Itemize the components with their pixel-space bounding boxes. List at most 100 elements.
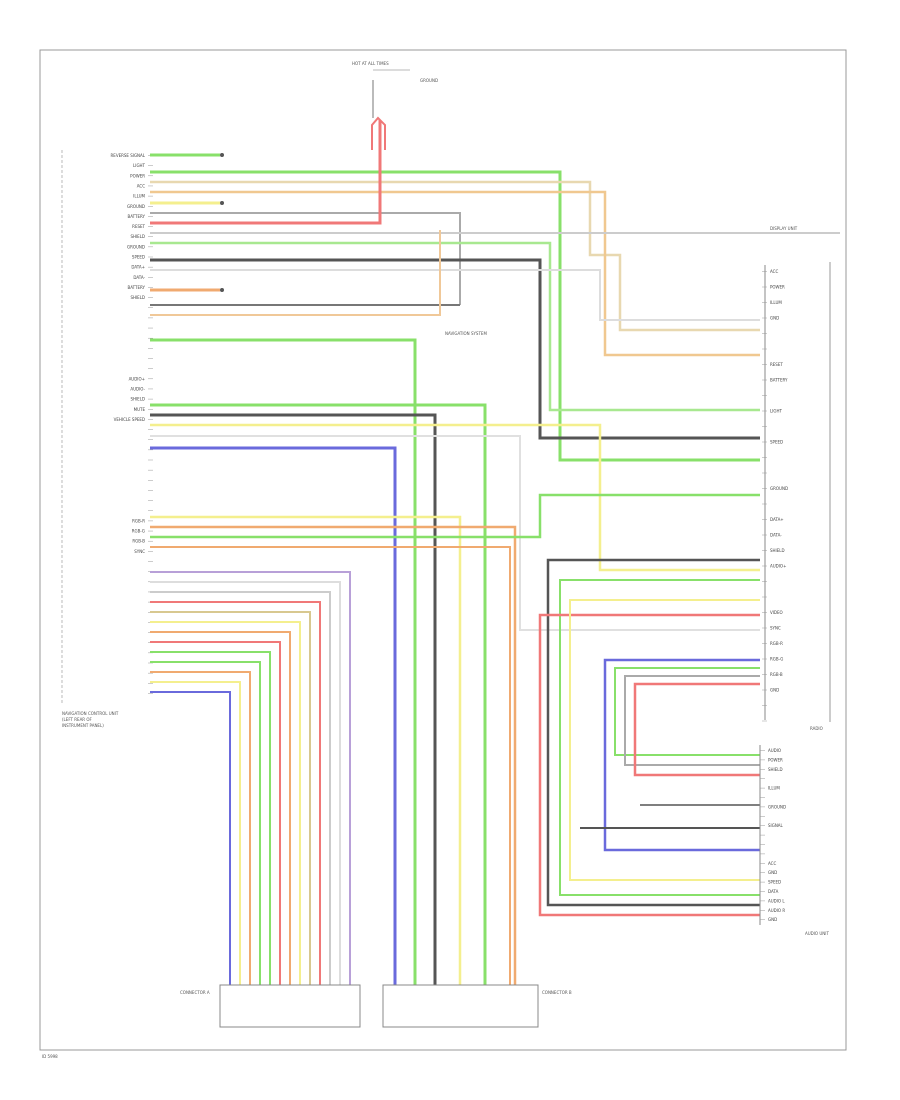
lower-pin-label: ILLUM xyxy=(768,786,780,791)
wire-green-2 xyxy=(150,170,760,462)
left-pin-label: RGB-R xyxy=(132,518,145,523)
right-pin-label: DATA+ xyxy=(770,517,784,522)
lower-pin-label: GROUND xyxy=(768,804,786,809)
left-pin-label: RGB-G xyxy=(132,529,145,534)
wire-fan-3 xyxy=(150,591,331,985)
connector-b xyxy=(382,984,539,1028)
wire-fan-11 xyxy=(150,671,251,985)
wire-green-3 xyxy=(150,241,760,412)
wire-fan-6 xyxy=(150,621,301,985)
wire-green-5 xyxy=(150,403,487,985)
lower-pin-label: AUDIO R xyxy=(768,908,785,913)
right-pin-label: RGB-R xyxy=(770,641,783,646)
wire-light-2 xyxy=(150,435,760,631)
lower-pin-list: AUDIO POWER SHIELD ILLUM GROUND SIGNAL ACC GND S… xyxy=(760,748,786,922)
wire-terminal xyxy=(220,288,224,292)
wire-yellow-4 xyxy=(569,599,760,881)
lower-pin-label: POWER xyxy=(768,757,783,762)
connector-b-label: CONNECTOR B xyxy=(542,990,572,995)
lower-pin-label: SIGNAL xyxy=(768,823,784,828)
right-pin-label: SYNC xyxy=(770,626,781,631)
left-pin-label: AUDIO- xyxy=(130,386,145,391)
right-pin-label: AUDIO+ xyxy=(770,564,786,569)
lower-pin-label: SHIELD xyxy=(768,767,783,772)
wire-blue-2 xyxy=(603,658,760,852)
left-pin-label: SHIELD xyxy=(130,397,145,402)
right-pin-label: ILLUM xyxy=(770,300,782,305)
right-pin-label: GND xyxy=(770,316,779,321)
left-pin-label: BATTERY xyxy=(128,214,146,219)
connector-a xyxy=(219,984,361,1028)
top-fuse-label: HOT AT ALL TIMES xyxy=(352,61,389,66)
wire-terminal xyxy=(220,201,224,205)
wire-fan-10 xyxy=(150,661,261,985)
mid-note-label: NAVIGATION SYSTEM xyxy=(445,331,487,336)
wire-blue-1 xyxy=(150,446,397,985)
wire-fan-9 xyxy=(150,651,271,985)
wire-fan-13 xyxy=(150,691,231,985)
display-unit-label: DISPLAY UNIT xyxy=(770,226,798,231)
right-pin-label: SPEED xyxy=(770,440,783,445)
left-pin-label: SPEED xyxy=(132,255,145,260)
right-pin-label: LIGHT xyxy=(770,409,783,414)
wire-green-4 xyxy=(150,338,417,985)
footer-code: ID 5998 xyxy=(42,1054,58,1059)
diagram-frame xyxy=(39,49,847,1051)
lower-pin-label: AUDIO xyxy=(768,748,781,753)
right-pin-label: GND xyxy=(770,688,779,693)
left-pin-label: ILLUM xyxy=(133,194,145,199)
right-pin-label: SHIELD xyxy=(770,548,785,553)
right-pin-label: RGB-B xyxy=(770,672,783,677)
wire-dark-2 xyxy=(150,413,437,985)
left-pin-label: SHIELD xyxy=(130,295,145,300)
left-pin-label: DATA+ xyxy=(131,265,145,270)
left-pin-label: SHIELD xyxy=(130,234,145,239)
module-sub: (LEFT REAR OF xyxy=(62,717,93,722)
lower-pin-label: ACC xyxy=(768,861,776,866)
wire-dark-1 xyxy=(150,258,760,440)
wire-gray-4 xyxy=(624,675,760,766)
left-pin-label: AUDIO+ xyxy=(129,376,145,381)
module-title: NAVIGATION CONTROL UNIT xyxy=(62,711,119,716)
wire-orange-5 xyxy=(150,546,511,985)
lower-pin-label: GND xyxy=(768,917,777,922)
right-pin-label: RGB-G xyxy=(770,657,783,662)
wire-orange-3 xyxy=(150,230,441,316)
left-pin-label: SYNC xyxy=(134,549,145,554)
right-pin-label: BATTERY xyxy=(770,378,788,383)
wire-dark-3 xyxy=(546,558,760,907)
wire-fan-8 xyxy=(150,641,281,985)
left-pin-label: POWER xyxy=(130,173,145,178)
right-pin-label: DATA- xyxy=(770,533,782,538)
left-pin-label: BATTERY xyxy=(128,285,146,290)
left-pin-label: REVERSE SIGNAL xyxy=(111,153,146,158)
left-pin-label: LIGHT xyxy=(133,163,146,168)
wire-fan-1 xyxy=(150,571,351,985)
lower-pin-label: SPEED xyxy=(768,880,781,885)
right-pin-label: ACC xyxy=(770,269,778,274)
wire-green-6 xyxy=(150,493,760,539)
display-radio-label: RADIO xyxy=(810,726,823,731)
left-pin-label: MUTE xyxy=(134,407,146,412)
wire-red-3 xyxy=(633,682,760,777)
left-pin-label: GROUND xyxy=(127,204,145,209)
audio-unit-label: AUDIO UNIT xyxy=(805,931,829,936)
wire-orange-4 xyxy=(150,525,517,985)
right-pin-label: GROUND xyxy=(770,486,788,491)
wire-green-7 xyxy=(559,579,760,896)
wire-gray-1 xyxy=(150,212,461,305)
left-pin-label: ACC xyxy=(137,183,145,188)
wire-light-1 xyxy=(150,269,760,321)
lower-pin-label: DATA xyxy=(768,889,779,894)
wires xyxy=(150,116,840,985)
top-ground-label: GROUND xyxy=(420,78,438,83)
wire-fan-4 xyxy=(150,601,321,985)
right-pin-label: RESET xyxy=(770,362,783,367)
right-pin-label: VIDEO xyxy=(770,610,783,615)
left-pin-list: REVERSE SIGNAL LIGHT POWER ACC ILLUM GROUND BA… xyxy=(111,153,153,694)
wire-green-8 xyxy=(614,667,760,756)
wire-red-2 xyxy=(538,613,760,917)
wire-red-1 xyxy=(150,120,382,225)
wire-fan-12 xyxy=(150,681,241,985)
right-pin-list: ACCPOWERILLUMGNDRESETBATTERYLIGHTSPEEDGR… xyxy=(762,269,788,722)
